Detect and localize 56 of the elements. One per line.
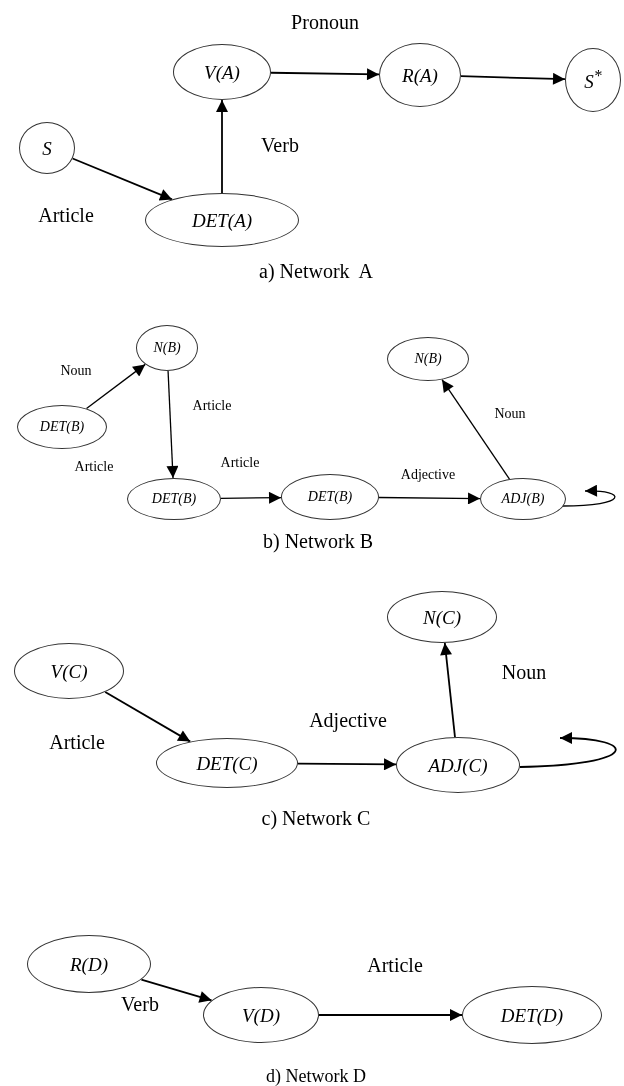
state-label: V(C) bbox=[50, 661, 88, 681]
figure-caption: d) Network D bbox=[266, 1067, 366, 1085]
state-label: N(C) bbox=[423, 607, 461, 627]
state-label: DET(B) bbox=[151, 492, 197, 506]
state-label: R(A) bbox=[402, 65, 438, 85]
transition-label: Noun bbox=[60, 364, 92, 378]
arrow bbox=[519, 732, 617, 768]
arrow bbox=[104, 691, 192, 743]
arrow bbox=[318, 1009, 463, 1021]
arrow bbox=[220, 491, 282, 504]
state-label: DET(D) bbox=[500, 1005, 564, 1025]
arrow bbox=[140, 978, 213, 1003]
transition-label: Pronoun bbox=[291, 12, 359, 32]
state-ellipse bbox=[136, 325, 198, 371]
arrow bbox=[460, 72, 566, 85]
state-label: ADJ(B) bbox=[501, 492, 545, 506]
arrow bbox=[440, 642, 456, 738]
transition-label: Article bbox=[367, 955, 423, 975]
arrow bbox=[441, 379, 511, 480]
state-label: N(B) bbox=[153, 341, 181, 355]
transition-label: Article bbox=[38, 205, 94, 225]
transition-label: Article bbox=[220, 456, 260, 470]
arrow bbox=[562, 485, 616, 507]
transition-label: Adjective bbox=[400, 468, 456, 482]
transition-label: Verb bbox=[121, 994, 159, 1014]
state-label: S$^{*}$ bbox=[584, 68, 602, 92]
state-ellipse bbox=[19, 122, 75, 174]
arrow bbox=[85, 363, 146, 410]
arrow bbox=[166, 370, 179, 479]
arrow bbox=[270, 68, 380, 81]
state-label: DET(C) bbox=[196, 753, 258, 773]
arrow bbox=[297, 758, 397, 771]
state-label: ADJ(C) bbox=[428, 755, 488, 775]
state-label: DET(A) bbox=[191, 210, 253, 230]
arrow bbox=[378, 492, 481, 505]
figure-caption: a) Network A bbox=[259, 261, 373, 281]
state-ellipse bbox=[203, 987, 319, 1043]
state-label: S bbox=[42, 138, 52, 158]
figure-caption: c) Network C bbox=[261, 808, 371, 828]
transition-label: Article bbox=[49, 732, 105, 752]
state-label: DET(B) bbox=[39, 420, 85, 434]
transition-label: Verb bbox=[261, 135, 299, 155]
state-label: N(B) bbox=[414, 352, 442, 366]
transition-label: Noun bbox=[494, 407, 526, 421]
arrow bbox=[216, 99, 228, 194]
state-label: V(D) bbox=[242, 1005, 280, 1025]
state-ellipse bbox=[565, 48, 621, 112]
transition-label: Adjective bbox=[309, 710, 387, 730]
transition-label: Article bbox=[74, 460, 114, 474]
transition-label: Article bbox=[192, 399, 232, 413]
state-label: DET(B) bbox=[307, 490, 353, 504]
figure-caption: b) Network B bbox=[263, 531, 373, 551]
state-label: R(D) bbox=[70, 954, 108, 974]
transition-label: Noun bbox=[501, 662, 547, 682]
arrow bbox=[71, 157, 173, 201]
state-label: V(A) bbox=[204, 62, 240, 82]
